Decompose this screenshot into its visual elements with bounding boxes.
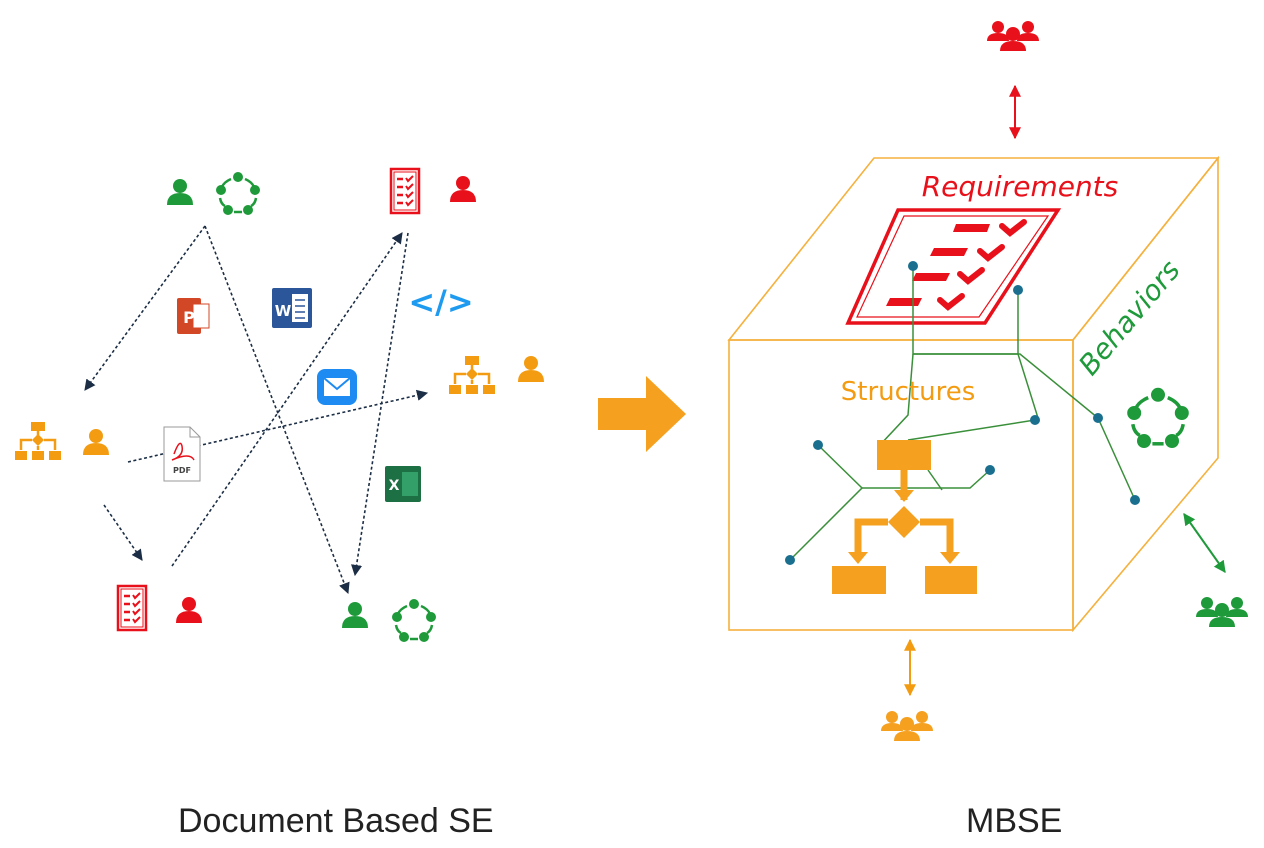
cube-side-face: [1072, 155, 1219, 633]
requirements-document: [845, 208, 1062, 325]
behaviors-stakeholders-group-icon: [1196, 597, 1248, 627]
structures-flowchart: [832, 440, 977, 594]
connector-arrow: [84, 225, 206, 391]
cycle-icon: [391, 598, 437, 643]
person-icon: [167, 179, 193, 205]
pdf-label: PDF: [173, 466, 191, 475]
model-cube: [727, 155, 1220, 633]
pdf-icon: PDF: [163, 426, 201, 482]
behaviors-link-arrow: [1183, 513, 1226, 573]
connector-arrow: [171, 232, 403, 567]
document-based-se-caption: Document Based SE: [178, 802, 494, 840]
mbse-caption: MBSE: [966, 802, 1063, 840]
requirements-stakeholders-group-icon: [987, 21, 1039, 51]
excel-letter: X: [389, 478, 400, 494]
word-letter: W: [275, 302, 292, 320]
model-links: [789, 266, 1136, 561]
person-icon: [176, 597, 202, 623]
person-icon: [450, 176, 476, 202]
connector-arrow: [103, 504, 143, 561]
document-connectors: [84, 225, 429, 595]
checklist-icon: [116, 584, 148, 632]
person-icon: [342, 602, 368, 628]
excel-icon: X: [385, 466, 421, 502]
checklist-icon: [389, 167, 421, 215]
structures-label: Structures: [841, 377, 976, 407]
document-based-se-panel: P W </> PDF X: [13, 167, 544, 643]
requirements-label: Requirements: [922, 170, 1119, 203]
powerpoint-icon: P: [177, 298, 210, 334]
powerpoint-letter: P: [183, 308, 195, 327]
cube-front-face: [728, 339, 1074, 631]
connector-arrow: [204, 225, 350, 595]
model-nodes: [785, 261, 1140, 565]
email-icon: [317, 369, 357, 405]
person-icon: [83, 429, 109, 455]
behaviors-cycle-icon: [1126, 386, 1190, 450]
flowchart-icon: [13, 420, 63, 462]
code-symbol: </>: [408, 283, 473, 321]
person-icon: [518, 356, 544, 382]
behaviors-label: Behaviors: [1072, 254, 1187, 382]
cycle-icon: [215, 171, 261, 216]
word-icon: W: [272, 288, 312, 328]
mbse-panel: Requirements Behaviors Structures: [727, 21, 1248, 741]
structures-stakeholders-group-icon: [881, 711, 933, 741]
flowchart-icon: [447, 354, 497, 396]
right-arrow-icon: [598, 376, 686, 452]
code-icon: </>: [408, 283, 473, 321]
